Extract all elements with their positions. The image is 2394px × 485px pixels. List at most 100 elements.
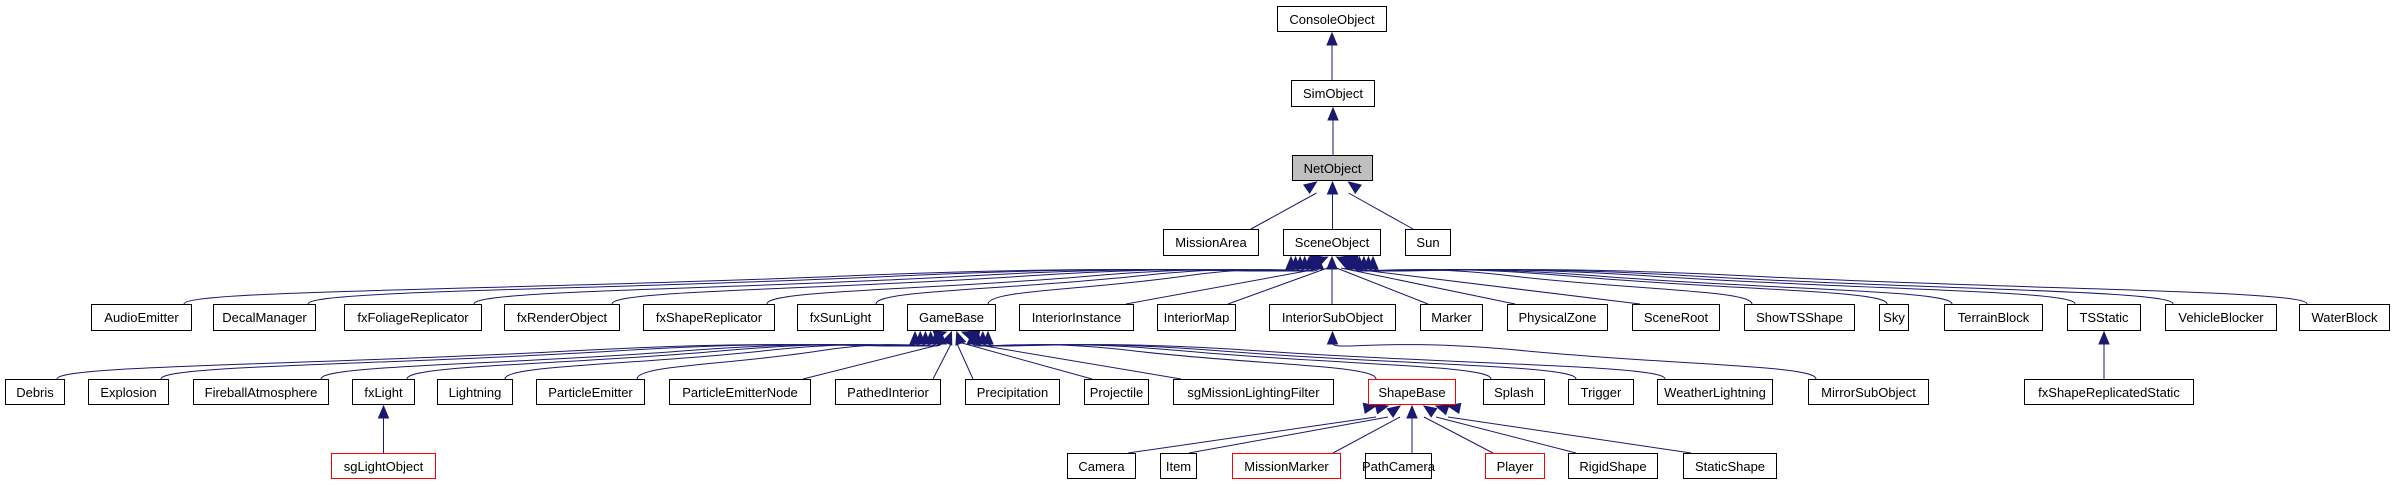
class-node-projectile[interactable]: Projectile — [1084, 379, 1149, 405]
arrowhead-icon — [932, 330, 948, 342]
class-node-fx-light[interactable]: fxLight — [352, 379, 415, 405]
class-node-mirror-sub-object[interactable]: MirrorSubObject — [1808, 379, 1929, 405]
class-node-sg-mission-lighting-filter[interactable]: sgMissionLightingFilter — [1173, 379, 1334, 405]
class-node-fx-shape-replicated-static[interactable]: fxShapeReplicatedStatic — [2024, 379, 2194, 405]
edge-StaticShape-to-ShapeBase — [1447, 416, 1692, 454]
class-node-fx-render-object[interactable]: fxRenderObject — [504, 304, 620, 331]
class-node-fireball-atmosphere[interactable]: FireballAtmosphere — [193, 379, 329, 405]
edge-fxShapeReplicator-to-SceneObject — [766, 267, 1310, 305]
arrowhead-icon — [1302, 181, 1318, 194]
class-node-sun[interactable]: Sun — [1405, 229, 1451, 256]
class-node-static-shape[interactable]: StaticShape — [1683, 453, 1777, 479]
class-node-fx-shape-replicator[interactable]: fxShapeReplicator — [643, 304, 775, 331]
class-node-pathed-interior[interactable]: PathedInterior — [835, 379, 941, 405]
class-node-particle-emitter-node[interactable]: ParticleEmitterNode — [669, 379, 811, 405]
edge-InteriorMap-to-SceneObject — [1227, 267, 1328, 305]
class-node-show-tsshape[interactable]: ShowTSShape — [1744, 304, 1855, 331]
arrowhead-icon — [1326, 255, 1338, 270]
class-node-scene-object[interactable]: SceneObject — [1283, 229, 1381, 256]
arrowhead-icon — [955, 330, 967, 346]
arrowhead-icon — [1313, 256, 1329, 268]
class-node-fx-sun-light[interactable]: fxSunLight — [797, 304, 884, 331]
arrowhead-icon — [1367, 255, 1379, 270]
class-node-interior-map[interactable]: InteriorMap — [1157, 304, 1236, 331]
arrowhead-icon — [982, 330, 994, 345]
edge-SceneRoot-to-SceneObject — [1345, 267, 1641, 305]
class-node-precipitation[interactable]: Precipitation — [965, 379, 1060, 405]
class-node-scene-root[interactable]: SceneRoot — [1632, 304, 1720, 331]
class-node-trigger[interactable]: Trigger — [1568, 379, 1634, 405]
edge-MissionMarker-to-ShapeBase — [1332, 416, 1401, 454]
class-node-weather-lightning[interactable]: WeatherLightning — [1657, 379, 1773, 405]
arrowhead-icon — [1434, 404, 1450, 416]
class-node-terrain-block[interactable]: TerrainBlock — [1944, 304, 2043, 331]
edge-MirrorSubObject-to-InteriorSubObject — [1332, 342, 1817, 380]
arrowhead-icon — [1386, 405, 1402, 418]
class-node-debris[interactable]: Debris — [5, 379, 65, 405]
class-node-physical-zone[interactable]: PhysicalZone — [1507, 304, 1608, 331]
edge-DecalManager-to-SceneObject — [307, 267, 1297, 305]
class-node-mission-marker[interactable]: MissionMarker — [1232, 453, 1341, 479]
edge-sgMissionLightingFilter-to-GameBase — [967, 342, 1182, 380]
class-node-rigid-shape[interactable]: RigidShape — [1568, 453, 1658, 479]
edge-PathedInterior-to-GameBase — [932, 342, 952, 380]
class-node-console-object[interactable]: ConsoleObject — [1277, 6, 1387, 32]
class-node-net-object: NetObject — [1292, 155, 1373, 181]
arrowhead-icon — [1406, 404, 1418, 419]
edge-Item-to-ShapeBase — [1188, 416, 1389, 454]
arrowhead-icon — [1347, 181, 1362, 195]
edge-Explosion-to-GameBase — [160, 342, 921, 380]
arrowhead-icon — [941, 330, 953, 346]
edge-Projectile-to-GameBase — [961, 342, 1093, 380]
edge-MissionArea-to-NetObject — [1250, 192, 1317, 230]
class-node-game-base[interactable]: GameBase — [907, 304, 996, 331]
class-node-water-block[interactable]: WaterBlock — [2299, 304, 2390, 331]
class-node-sg-light-object[interactable]: sgLightObject — [331, 453, 436, 479]
edge-TerrainBlock-to-SceneObject — [1358, 267, 1953, 305]
class-node-interior-instance[interactable]: InteriorInstance — [1019, 304, 1134, 331]
edge-PhysicalZone-to-SceneObject — [1341, 267, 1516, 305]
edge-fxFoliageReplicator-to-SceneObject — [473, 267, 1301, 305]
edge-WaterBlock-to-SceneObject — [1372, 267, 2308, 305]
class-node-sim-object[interactable]: SimObject — [1291, 80, 1375, 107]
class-node-item[interactable]: Item — [1160, 453, 1197, 479]
class-node-player[interactable]: Player — [1485, 453, 1545, 479]
class-node-vehicle-blocker[interactable]: VehicleBlocker — [2165, 304, 2277, 331]
edge-Player-to-ShapeBase — [1423, 416, 1494, 454]
arrowhead-icon — [1374, 403, 1390, 415]
edge-Camera-to-ShapeBase — [1127, 416, 1377, 454]
edge-RigidShape-to-ShapeBase — [1435, 416, 1577, 454]
edge-Lightning-to-GameBase — [504, 342, 937, 380]
edge-ShapeBase-to-GameBase — [971, 342, 1377, 380]
class-node-audio-emitter[interactable]: AudioEmitter — [91, 304, 192, 331]
arrowhead-icon — [1327, 106, 1339, 121]
edges-layer — [56, 31, 2308, 454]
class-node-decal-manager[interactable]: DecalManager — [213, 304, 316, 331]
class-node-explosion[interactable]: Explosion — [88, 379, 169, 405]
class-node-lightning[interactable]: Lightning — [437, 379, 513, 405]
class-node-sky[interactable]: Sky — [1879, 304, 1909, 331]
arrowhead-icon — [2098, 330, 2110, 345]
edge-Marker-to-SceneObject — [1336, 267, 1429, 305]
class-node-shape-base[interactable]: ShapeBase — [1368, 379, 1456, 405]
class-node-mission-area[interactable]: MissionArea — [1163, 229, 1259, 256]
arrowhead-icon — [1326, 180, 1339, 195]
edge-Precipitation-to-GameBase — [956, 342, 974, 380]
edge-Splash-to-GameBase — [977, 342, 1492, 380]
edge-WeatherLightning-to-GameBase — [987, 342, 1666, 380]
class-node-camera[interactable]: Camera — [1067, 453, 1136, 479]
edge-ParticleEmitterNode-to-GameBase — [802, 342, 947, 380]
class-node-path-camera[interactable]: PathCamera — [1362, 453, 1435, 479]
class-node-marker[interactable]: Marker — [1420, 304, 1483, 331]
class-node-tsstatic[interactable]: TSStatic — [2067, 304, 2141, 331]
arrowhead-icon — [1422, 405, 1438, 418]
class-node-splash[interactable]: Splash — [1483, 379, 1545, 405]
arrowhead-icon — [377, 404, 390, 419]
arrowhead-icon — [1326, 330, 1339, 345]
class-node-fx-foliage-replicator[interactable]: fxFoliageReplicator — [344, 304, 482, 331]
class-node-particle-emitter[interactable]: ParticleEmitter — [536, 379, 645, 405]
class-node-interior-sub-object[interactable]: InteriorSubObject — [1269, 304, 1396, 331]
arrowhead-icon — [1326, 31, 1338, 46]
edge-Sun-to-NetObject — [1348, 192, 1414, 230]
